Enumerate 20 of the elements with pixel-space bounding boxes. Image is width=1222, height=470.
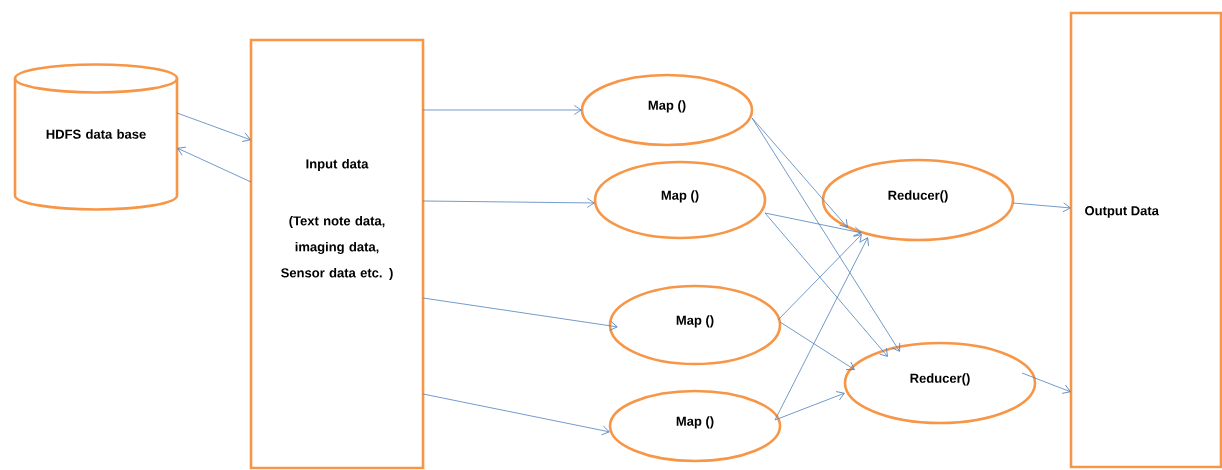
- arrow: [1021, 372, 1071, 394]
- arrow: [422, 393, 610, 436]
- arrow: [751, 117, 901, 352]
- arrow: [1012, 202, 1071, 213]
- data-panel: Output Data: [1069, 11, 1222, 469]
- arrow: [779, 321, 855, 370]
- database-cylinder: HDFS data base: [13, 63, 179, 211]
- node-label: HDFS data base: [46, 129, 146, 139]
- arrow: [422, 297, 618, 331]
- arrow: [751, 117, 848, 228]
- arrow: [764, 212, 888, 357]
- arrow: [777, 234, 862, 321]
- arrow: [177, 146, 252, 183]
- arrow: [422, 105, 582, 115]
- data-panel: Input data (Text note data, imaging data, Sensor data etc. ): [249, 38, 425, 470]
- arrow: [176, 112, 251, 142]
- arrow: [764, 212, 862, 237]
- arrow: [422, 198, 595, 208]
- arrow: [774, 391, 845, 421]
- arrow: [774, 237, 869, 421]
